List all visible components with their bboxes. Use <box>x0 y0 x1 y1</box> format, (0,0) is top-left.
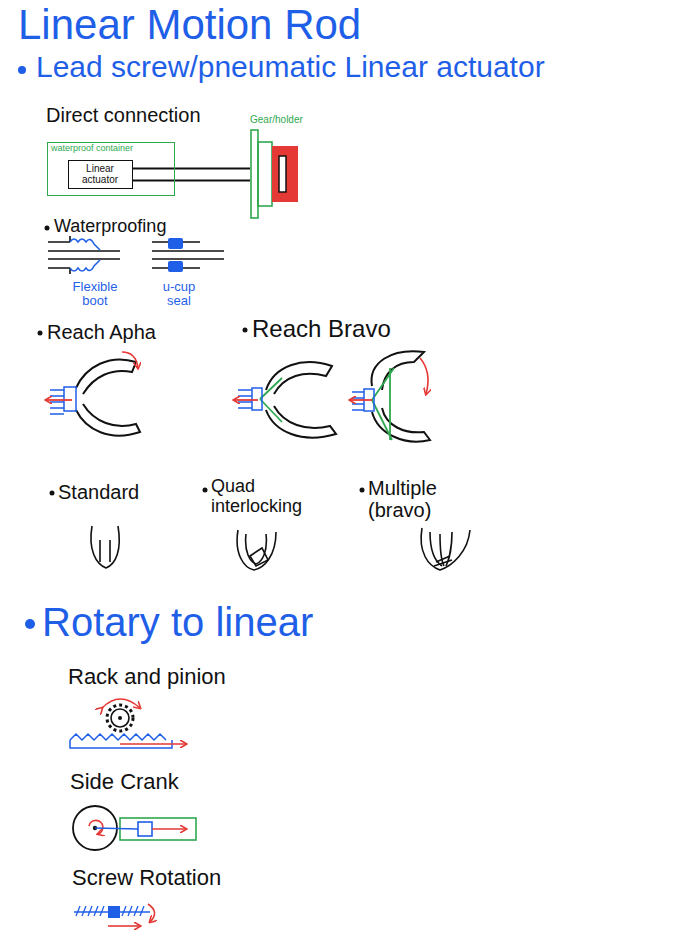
section-heading: Lead screw/pneumatic Linear actuator <box>36 50 545 83</box>
sub-heading: Reach Apha <box>47 321 156 343</box>
sub-heading: Waterproofing <box>54 217 166 237</box>
section-heading: Rotary to linear <box>42 600 313 644</box>
gear-holder: Gear/holder <box>250 114 306 220</box>
sub-heading: Screw Rotation <box>72 866 221 890</box>
actuator-box: Linear actuator <box>68 160 133 189</box>
node-label: Linear actuator <box>73 163 127 185</box>
sub-heading: Multiple (bravo) <box>368 477 456 521</box>
rod-connector <box>133 169 250 181</box>
sub-heading: Rack and pinion <box>68 665 226 689</box>
sub-heading: Standard <box>58 481 139 503</box>
node-label: Gear/holder <box>250 114 303 125</box>
sub-heading: Side Crank <box>70 770 179 794</box>
sub-heading: Quad interlocking <box>211 477 311 517</box>
part-label: Flexible boot <box>66 280 124 309</box>
sub-heading: Reach Bravo <box>252 316 391 342</box>
page-title: Linear Motion Rod <box>18 2 361 48</box>
sub-heading: Direct connection <box>46 104 201 126</box>
gear-holder-shape <box>250 128 306 220</box>
node-label: waterproof container <box>51 144 133 154</box>
waterproof-container: waterproof containerLinear actuator <box>47 142 175 196</box>
part-label: u-cup seal <box>156 280 202 309</box>
